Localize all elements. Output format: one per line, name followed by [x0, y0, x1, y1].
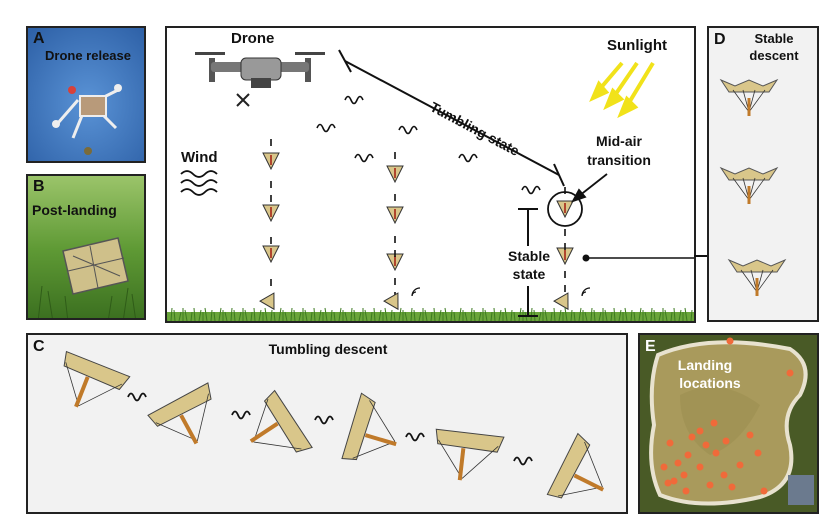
tumbling-wing-icon — [341, 392, 397, 461]
landing-marker — [736, 461, 744, 469]
landing-marker — [726, 337, 734, 345]
turbulence-squiggle-icon — [344, 95, 364, 105]
panel-a-drone-release: A Drone release — [26, 26, 146, 163]
landing-marker — [754, 449, 762, 457]
turbulence-squiggle-icon — [521, 185, 541, 195]
tumbling-wing-icon — [435, 428, 505, 481]
tumbling-wing-icon — [63, 350, 131, 408]
payload-icon — [386, 165, 404, 184]
payload-icon — [262, 204, 280, 223]
drone-label: Drone — [231, 30, 274, 47]
landing-marker — [696, 427, 704, 435]
panel-a-letter: A — [33, 30, 45, 47]
stable-wing-icon — [727, 258, 787, 296]
panel-c-title: Tumbling descent — [268, 341, 388, 357]
payload-icon — [262, 245, 280, 264]
panel-b-title: Post-landing — [32, 202, 117, 218]
transition-label-line1: Mid-air — [596, 133, 642, 149]
signal-icon — [581, 287, 591, 297]
panel-d-title-line1: Stable — [754, 31, 794, 46]
landed-payload-icon — [553, 292, 569, 311]
landing-marker — [722, 437, 730, 445]
tumble-squiggle-icon — [513, 456, 533, 466]
post-landing-photo — [28, 176, 144, 318]
landing-marker — [666, 439, 674, 447]
panel-e-title-line2: locations — [679, 375, 741, 391]
tumble-squiggle-icon — [231, 410, 251, 420]
tumbling-state-bracket — [338, 49, 565, 187]
panel-c-letter: C — [33, 338, 45, 355]
panel-c-tumbling-descent: C Tumbling descent — [26, 333, 628, 514]
tumble-squiggle-icon — [405, 432, 425, 442]
transition-arrow-icon — [571, 173, 608, 203]
landed-payload-icon — [259, 292, 275, 311]
landing-marker — [680, 471, 688, 479]
landing-marker — [746, 431, 754, 439]
landing-marker — [674, 459, 682, 467]
panel-e-landing-locations: E Landing locations — [638, 333, 819, 514]
connector-to-panel-d — [582, 254, 694, 262]
sunlight-arrows-icon — [589, 61, 655, 119]
landing-marker — [786, 369, 794, 377]
tumbling-wing-icon — [147, 382, 212, 445]
drone-icon — [195, 52, 325, 107]
landing-marker — [710, 419, 718, 427]
panel-d-title-line2: descent — [749, 48, 799, 63]
landing-marker — [720, 471, 728, 479]
turbulence-squiggle-icon — [354, 153, 374, 163]
signal-icon — [411, 287, 421, 297]
panel-b-letter: B — [33, 178, 45, 195]
stable-wing-icon — [719, 166, 779, 204]
ground-grass — [167, 312, 694, 321]
transition-label-line2: transition — [587, 152, 651, 168]
tumbling-state-label: Tumbling state — [428, 99, 523, 159]
tumble-squiggle-icon — [127, 392, 147, 402]
descent-columns — [259, 139, 591, 311]
turbulence-squiggles — [316, 95, 541, 195]
landing-marker — [696, 463, 704, 471]
landing-marker — [688, 433, 696, 441]
landed-payload-icon — [383, 292, 399, 311]
panel-e-letter: E — [645, 338, 656, 355]
turbulence-squiggle-icon — [458, 153, 478, 163]
landing-marker — [664, 479, 672, 487]
main-schematic: Drone Sunlight Tumbling state Wind Mid-a — [167, 30, 694, 321]
landing-marker — [712, 449, 720, 457]
stable-wing-icon — [719, 78, 779, 116]
landing-marker — [760, 487, 768, 495]
payload-icon — [386, 206, 404, 225]
wind-label: Wind — [181, 149, 218, 166]
payload-icon — [556, 200, 574, 219]
landing-marker — [728, 483, 736, 491]
tumbling-wing-icon — [546, 432, 605, 499]
wind-icon — [180, 170, 218, 196]
turbulence-squiggle-icon — [316, 123, 336, 133]
landing-marker — [702, 441, 710, 449]
panel-d-stable-descent: D Stable descent — [707, 26, 819, 322]
main-schematic-panel: Drone Sunlight Tumbling state Wind Mid-a — [165, 26, 696, 323]
sunlight-label: Sunlight — [607, 37, 667, 54]
transition-circle — [547, 191, 583, 227]
turbulence-squiggle-icon — [398, 125, 418, 135]
panel-e-title-line1: Landing — [677, 357, 733, 373]
panel-d-letter: D — [714, 31, 726, 48]
stable-descent-photos — [719, 78, 787, 296]
landing-marker — [706, 481, 714, 489]
stable-state-label-line1: Stable — [508, 248, 550, 264]
landing-marker — [684, 451, 692, 459]
landing-map — [640, 335, 817, 512]
drone-release-photo — [28, 28, 144, 161]
landing-marker — [670, 477, 678, 485]
payload-icon — [262, 152, 280, 171]
stable-state-label-line2: state — [513, 266, 546, 282]
tumbling-sequence — [63, 350, 605, 499]
panel-b-post-landing: B Post-landing — [26, 174, 146, 320]
panel-a-title: Drone release — [45, 48, 131, 63]
payload-icon — [556, 247, 574, 266]
landing-marker — [660, 463, 668, 471]
landing-marker — [682, 487, 690, 495]
tumble-squiggle-icon — [314, 415, 334, 425]
tumbling-wing-icon — [249, 389, 313, 453]
